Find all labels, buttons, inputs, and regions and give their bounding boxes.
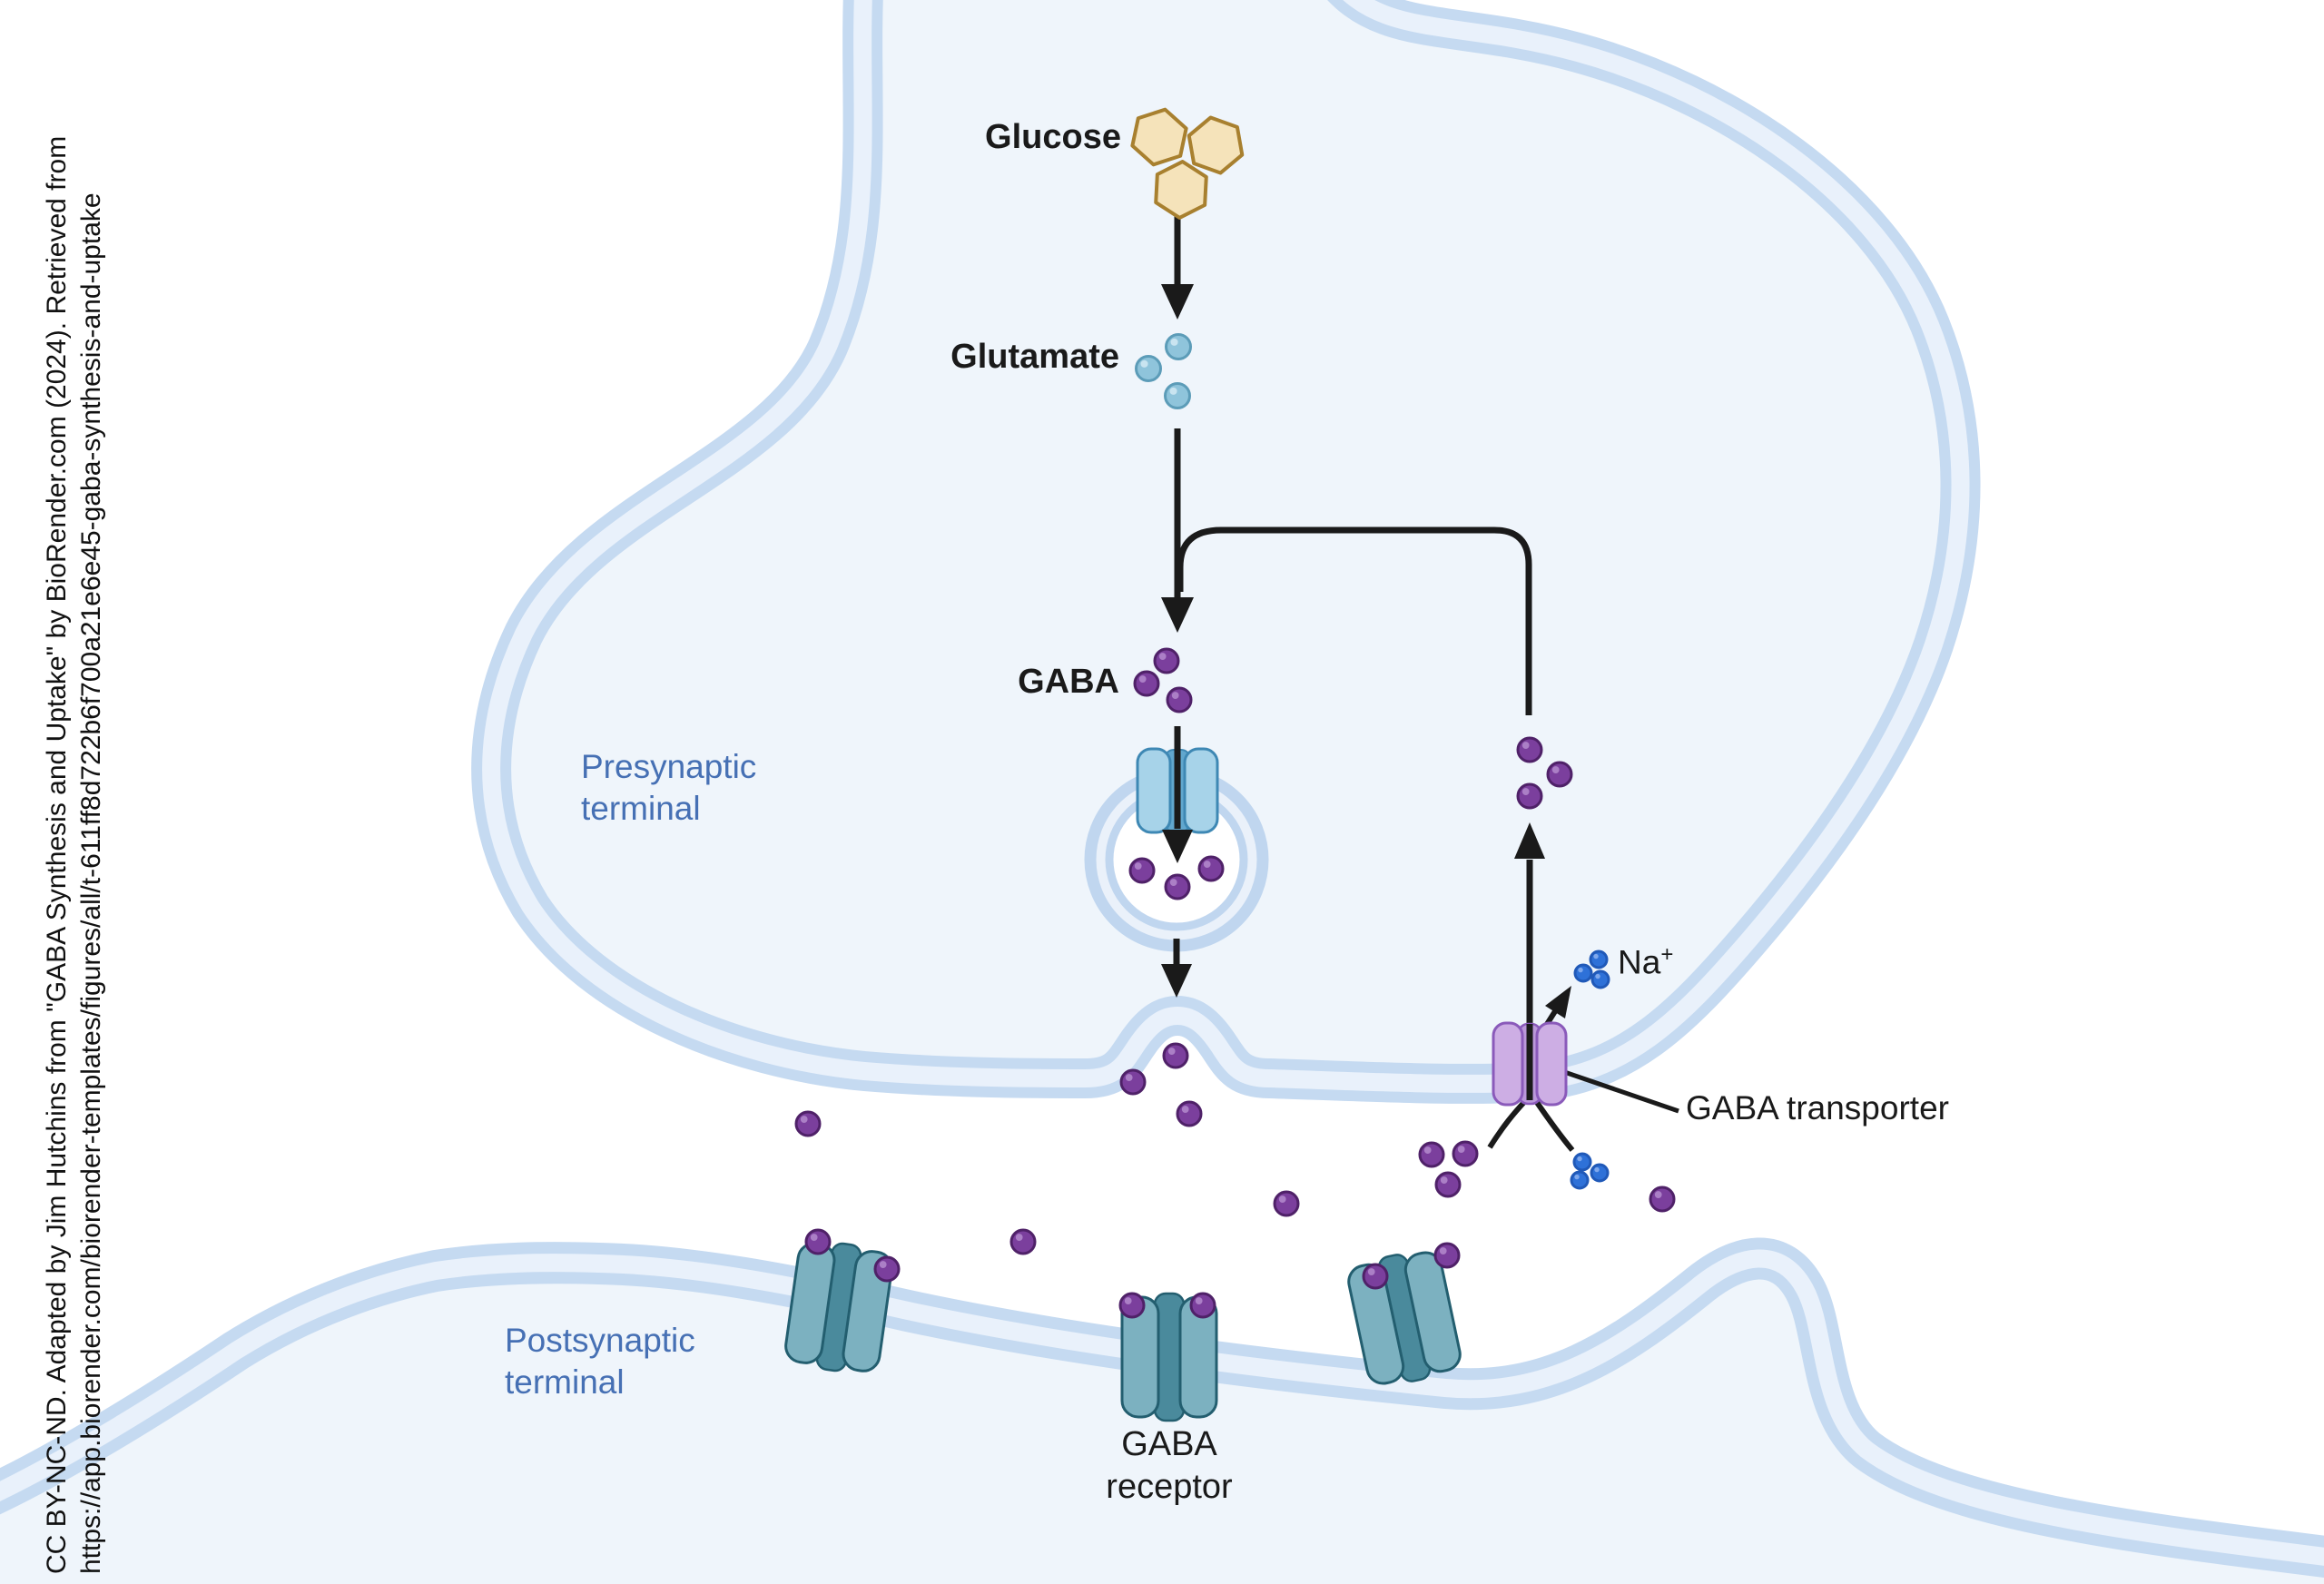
gaba-molecule — [1119, 1068, 1147, 1096]
arrow-heads — [1161, 284, 1571, 1018]
sodium-label-superscript: + — [1660, 942, 1674, 967]
gaba-receptor-label-line1: GABA — [1121, 1425, 1217, 1463]
presynaptic-terminal-label: Presynaptic terminal — [581, 746, 756, 830]
gaba-molecule — [1133, 670, 1160, 697]
gaba-receptor-right — [1347, 1251, 1462, 1385]
gaba-molecule — [1433, 1242, 1461, 1269]
glucose-hexagon — [1187, 115, 1245, 175]
gaba-label: GABA — [1018, 663, 1119, 701]
sodium-label: Na+ — [1618, 942, 1673, 981]
arrowhead-into-vesicle — [1162, 830, 1193, 863]
arrowhead-to-glutamate — [1161, 284, 1194, 320]
presynaptic-terminal-label-line1: Presynaptic — [581, 748, 757, 785]
arrowhead-to-gaba — [1161, 597, 1194, 633]
glucose-hexagon — [1154, 160, 1208, 220]
attribution-text: CC BY-NC-ND. Adapted by Jim Hutchins fro… — [40, 9, 109, 1574]
presynaptic-membrane-inner — [482, 0, 1970, 1093]
gaba-molecule — [1273, 1190, 1300, 1217]
gaba-molecule — [1164, 873, 1191, 900]
glutamate-label: Glutamate — [950, 338, 1119, 376]
postsynaptic-cell-body — [0, 1258, 2324, 1584]
gaba-molecule — [1189, 1292, 1216, 1319]
gaba-molecule — [794, 1110, 822, 1137]
gaba-molecule — [1009, 1228, 1037, 1255]
transporter-gaba-entry-curve — [1487, 1098, 1528, 1149]
arrowhead-reuptake — [1514, 822, 1545, 859]
presynaptic-terminal-label-line2: terminal — [581, 790, 701, 827]
gaba-molecule — [1516, 782, 1543, 810]
gaba-molecule — [804, 1228, 832, 1255]
gaba-receptor-left — [784, 1242, 893, 1372]
attribution-line1: CC BY-NC-ND. Adapted by Jim Hutchins fro… — [42, 135, 72, 1574]
glutamate-molecule — [1135, 355, 1162, 382]
sodium-ion — [1589, 949, 1609, 969]
sodium-ion — [1590, 969, 1610, 989]
postsynaptic-terminal-label-line1: Postsynaptic — [505, 1322, 695, 1359]
gaba-molecule — [1434, 1171, 1462, 1198]
molecule-dots-layer — [794, 333, 1676, 1319]
postsynaptic-terminal-label-line2: terminal — [505, 1363, 625, 1401]
sodium-ion — [1570, 1170, 1590, 1190]
gaba-molecule — [1128, 857, 1156, 884]
gaba-receptor-label-line2: receptor — [1106, 1468, 1233, 1506]
gaba-molecule — [1649, 1186, 1676, 1213]
glucose-hexagon — [1130, 107, 1188, 167]
glutamate-molecule — [1164, 382, 1191, 409]
gaba-molecule — [1452, 1140, 1479, 1167]
arrowhead-na-exit — [1545, 986, 1571, 1018]
gaba-molecule — [1418, 1141, 1445, 1168]
glutamate-molecule — [1165, 333, 1192, 360]
sodium-ion — [1590, 1163, 1610, 1183]
gaba-molecule — [873, 1255, 901, 1283]
glucose-label: Glucose — [985, 118, 1121, 156]
gaba-molecule — [1118, 1292, 1146, 1319]
gaba-molecule — [1362, 1263, 1389, 1290]
gaba-molecule — [1166, 686, 1193, 713]
gaba-molecule — [1176, 1100, 1203, 1127]
gaba-molecule — [1546, 761, 1573, 788]
sodium-ion — [1573, 963, 1593, 983]
sodium-ion — [1572, 1152, 1592, 1172]
glucose-molecules — [1130, 107, 1245, 220]
gaba-molecule — [1516, 736, 1543, 763]
transporter-na-entry-curve — [1533, 1099, 1575, 1152]
gaba-receptor-label: GABA receptor — [988, 1423, 1351, 1509]
arrowhead-to-cleft — [1161, 964, 1192, 998]
presynaptic-terminal — [471, 0, 1981, 1104]
gaba-transporter-label: GABA transporter — [1686, 1089, 1949, 1127]
gaba-molecule — [1197, 855, 1225, 882]
attribution-line2: https://app.biorender.com/biorender-temp… — [76, 192, 106, 1574]
gaba-molecule — [1153, 647, 1180, 674]
sodium-label-text: Na — [1618, 943, 1661, 981]
postsynaptic-terminal-label: Postsynaptic terminal — [505, 1320, 695, 1403]
recycle-loop-line — [1177, 526, 1532, 715]
gaba-transporter-protein — [1492, 1021, 1568, 1107]
gaba-molecule — [1162, 1042, 1189, 1069]
